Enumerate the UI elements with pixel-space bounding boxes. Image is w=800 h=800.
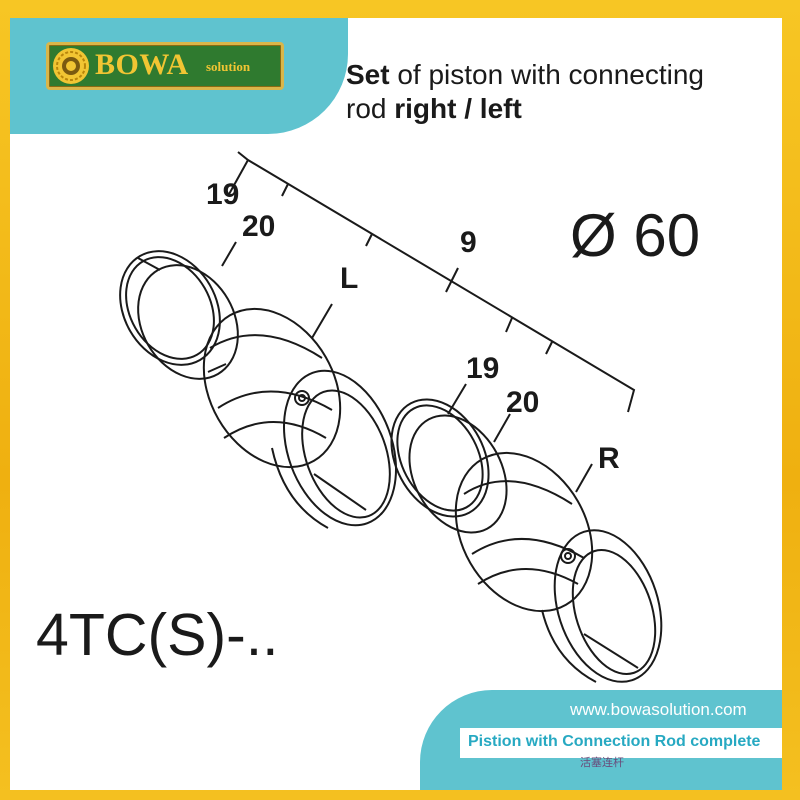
website-link[interactable]: www.bowasolution.com [570, 700, 747, 719]
left-piston [202, 307, 342, 469]
leader-L [365, 233, 373, 247]
label-19-left: 19 [206, 178, 239, 211]
title-line2: rod [346, 93, 395, 124]
label-L: L [340, 262, 358, 295]
caption-background [460, 728, 782, 758]
leader-20-right [545, 341, 553, 355]
content-panel: BOWA solution Set of piston with connect… [10, 18, 782, 790]
leader-20-left-b [221, 241, 237, 267]
right-rod-big-end [541, 529, 663, 683]
leader-bracket-line [237, 151, 636, 413]
title-bold-set: Set [346, 59, 390, 90]
leader-20-left [281, 183, 289, 197]
model-number: 4TC(S)-.. [36, 602, 279, 668]
exploded-piston-diagram: 19 20 L 9 19 20 R Ø 60 [119, 151, 700, 683]
product-caption: Pistion with Connection Rod complete [468, 733, 761, 750]
leader-19-left [227, 159, 249, 197]
leader-R [575, 463, 593, 493]
right-piston-rings [390, 398, 508, 534]
label-19-right: 19 [466, 352, 499, 385]
leader-L-b [311, 303, 333, 339]
right-piston [454, 451, 594, 613]
label-20-left: 20 [242, 210, 275, 243]
left-piston-rings [119, 250, 239, 380]
page-title: Set of piston with connecting rod right … [346, 58, 776, 126]
brand-name: BOWA [95, 48, 189, 81]
leader-19-right [505, 317, 513, 333]
brand-logo[interactable]: BOWA solution [46, 42, 284, 90]
product-caption-chinese: 活塞连杆 [580, 757, 624, 769]
left-rod-big-end [271, 369, 398, 529]
label-R: R [598, 442, 620, 475]
title-line1: of piston with connecting [389, 59, 704, 90]
leader-19-right-b [447, 383, 467, 415]
title-bold-right-left: right / left [394, 93, 522, 124]
label-20-right: 20 [506, 386, 539, 419]
brand-suffix: solution [206, 59, 251, 74]
label-9: 9 [460, 226, 477, 259]
leader-20-right-b [493, 413, 511, 443]
leader-9 [445, 267, 459, 293]
sunflower-logo-icon [53, 48, 89, 84]
diameter-label: Ø 60 [570, 202, 700, 269]
